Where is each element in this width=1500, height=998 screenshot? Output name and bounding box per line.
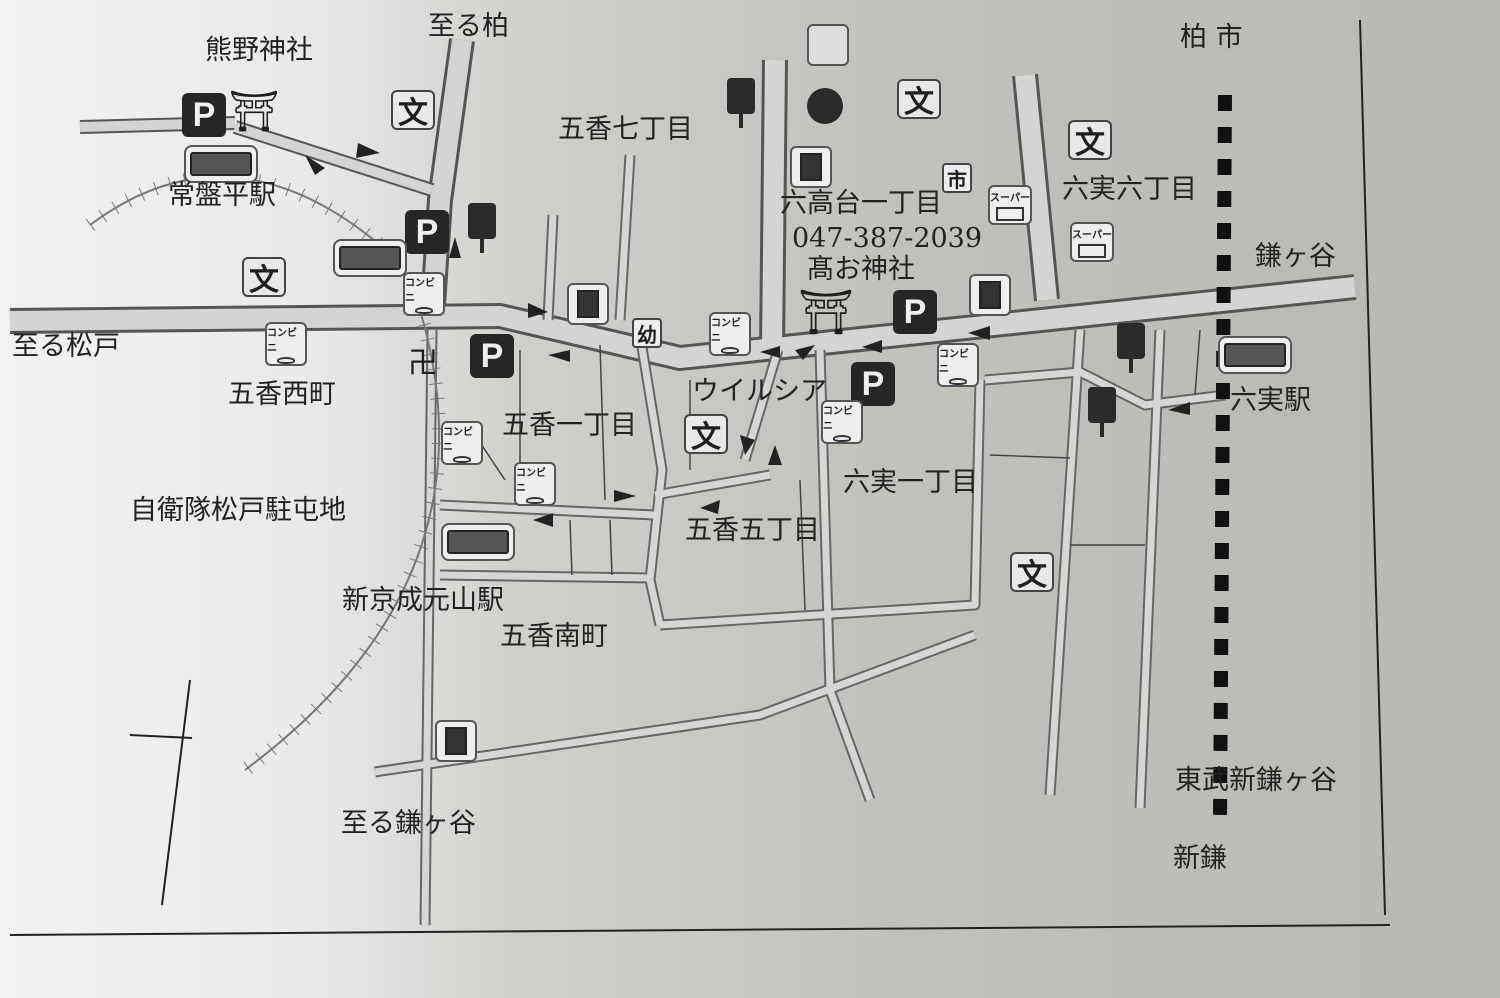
- post-box-icon: [1117, 323, 1145, 379]
- gas-station-icon: [567, 283, 609, 325]
- parking-icon: P: [182, 93, 226, 137]
- parking-icon: P: [851, 362, 895, 406]
- super-label: スーパー: [990, 193, 1030, 204]
- station-bus-icon: [1218, 336, 1292, 374]
- parking-icon: P: [405, 210, 449, 254]
- convenience-store-icon: コンビニ: [403, 272, 445, 316]
- label-rokutakadai-1: 六高台一丁目: [780, 188, 942, 219]
- school-icon: 文: [391, 90, 435, 131]
- post-box-icon: [468, 203, 496, 259]
- label-to-kamagaya: 至る鎌ヶ谷: [341, 808, 476, 839]
- convenience-store-icon: コンビニ: [937, 343, 979, 387]
- convenience-store-icon: コンビニ: [709, 312, 751, 356]
- label-to-matsudo: 至る松戸: [12, 331, 120, 362]
- torii-icon: ⛩: [228, 88, 280, 135]
- school-icon: 文: [897, 79, 941, 120]
- konbini-label: コンビニ: [711, 318, 741, 344]
- label-tokiwadaira-station: 常盤平駅: [168, 180, 276, 211]
- parking-icon: P: [893, 290, 937, 334]
- frame-lines: [9, 19, 1391, 936]
- market-icon: 市: [942, 163, 972, 193]
- supermarket-icon: スーパー: [988, 185, 1032, 225]
- label-kashiwa-city: 柏 市: [1180, 22, 1243, 53]
- label-phone: 047-387-2039: [792, 223, 983, 254]
- konbini-label: コンビニ: [516, 468, 546, 494]
- convenience-store-icon: コンビニ: [265, 322, 307, 366]
- label-mutsumi-6: 六実六丁目: [1062, 174, 1197, 205]
- supermarket-icon: スーパー: [1070, 222, 1114, 262]
- station-bus-icon: [333, 239, 407, 277]
- kindergarten-icon: 幼: [632, 318, 662, 348]
- label-kamagaya: 鎌ヶ谷: [1255, 241, 1336, 272]
- gas-station-icon: [790, 146, 832, 188]
- gas-station-icon: [969, 274, 1011, 316]
- temple-icon: 卍: [408, 346, 438, 381]
- one-way-arrows: [305, 143, 1190, 527]
- school-icon: 文: [684, 414, 728, 455]
- label-takao-shrine: 髙お神社: [807, 254, 915, 285]
- label-shinkeisei-motoyama: 新京成元山駅: [342, 585, 504, 616]
- label-goka-7: 五香七丁目: [558, 114, 693, 145]
- school-icon: 文: [242, 257, 286, 298]
- school-icon: 文: [1068, 120, 1112, 161]
- konbini-label: コンビニ: [405, 278, 435, 304]
- label-to-kashiwa: 至る柏: [428, 11, 509, 42]
- koban-icon: [807, 24, 849, 66]
- school-icon: 文: [1010, 552, 1054, 593]
- convenience-store-icon: コンビニ: [821, 400, 863, 444]
- station-bus-icon: [441, 523, 515, 561]
- konbini-label: コンビニ: [443, 427, 473, 453]
- label-kumano-shrine: 熊野神社: [205, 35, 313, 66]
- convenience-store-icon: コンビニ: [514, 462, 556, 506]
- label-goka-nishimachi: 五香西町: [228, 379, 336, 410]
- police-icon: [807, 88, 843, 124]
- konbini-label: コンビニ: [267, 328, 297, 354]
- label-tobu-shinkamagaya: 東武新鎌ヶ谷: [1175, 765, 1337, 796]
- label-goka-1: 五香一丁目: [502, 410, 637, 441]
- torii-icon: ⛩: [798, 287, 854, 338]
- gas-station-icon: [435, 720, 477, 762]
- tobu-railway: [1213, 94, 1232, 821]
- label-mutsumi-station: 六実駅: [1230, 385, 1311, 416]
- label-goka-minamimachi: 五香南町: [500, 621, 608, 652]
- convenience-store-icon: コンビニ: [441, 421, 483, 465]
- konbini-label: コンビニ: [823, 406, 853, 432]
- label-shinkama: 新鎌: [1173, 843, 1227, 874]
- super-label: スーパー: [1072, 230, 1112, 241]
- parking-icon: P: [470, 334, 514, 378]
- post-box-icon: [727, 78, 755, 134]
- station-bus-icon: [184, 145, 258, 183]
- label-welcia: ウイルシア: [692, 376, 827, 407]
- minor-roads: [374, 154, 1226, 926]
- konbini-label: コンビニ: [939, 349, 969, 375]
- post-box-icon: [1088, 387, 1116, 443]
- label-goka-5: 五香五丁目: [685, 515, 820, 546]
- label-jieitai: 自衛隊松戸駐屯地: [130, 495, 346, 526]
- label-mutsumi-1: 六実一丁目: [843, 467, 978, 498]
